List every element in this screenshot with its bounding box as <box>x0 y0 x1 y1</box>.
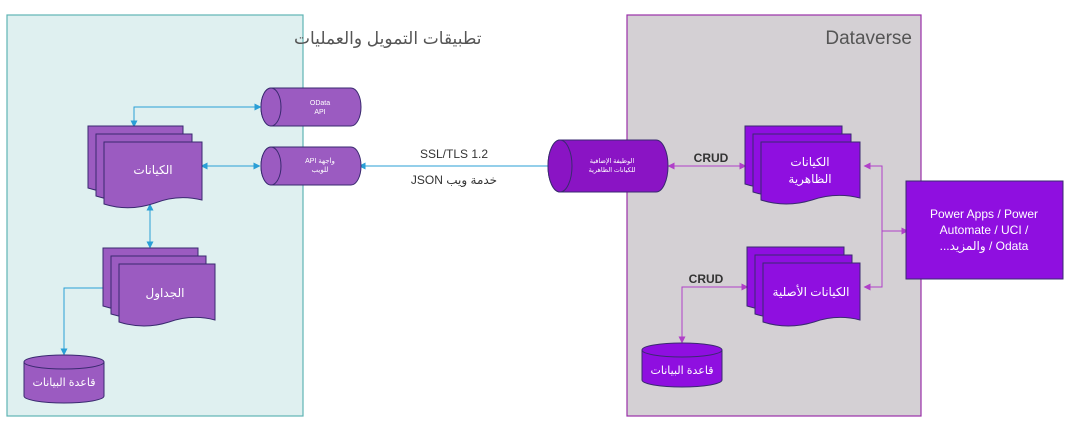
native-entities-to-apps-arrow <box>863 231 883 291</box>
left-connectors <box>60 103 550 356</box>
odata-api-label-2: API <box>314 109 325 116</box>
crud-label-top: CRUD <box>694 151 729 165</box>
web-api-label-1: واجهة API <box>305 158 335 165</box>
tables-to-database-arrow <box>60 287 108 356</box>
dataverse-title: Dataverse <box>825 28 912 49</box>
finance-operations-title: تطبيقات التمويل والعمليات <box>294 29 482 48</box>
power-apps-box: Power Apps / Power Automate / UCI / Odat… <box>905 180 1064 280</box>
right-database-node: قاعدة البيانات <box>641 342 723 388</box>
format-label: خدمة ويب JSON <box>411 173 497 188</box>
power-apps-label-1: Power Apps / Power <box>930 207 1038 221</box>
right-database-label: قاعدة البيانات <box>651 365 714 377</box>
plugin-label-1: الوظيفة الإضافية <box>590 158 635 165</box>
left-database-node: قاعدة البيانات <box>23 354 105 404</box>
native-entities-label: الكيانات الأصلية <box>773 284 850 299</box>
finance-operations-panel: تطبيقات التمويل والعمليات <box>6 14 482 417</box>
virtual-entities-node: الكيانات الظاهرية <box>744 125 861 205</box>
crud-label-bottom: CRUD <box>689 272 724 286</box>
power-apps-label-2: Automate / UCI / <box>940 223 1029 237</box>
virtual-entities-to-apps-arrow <box>863 162 883 231</box>
virtual-entities-label-1: الكيانات <box>790 155 829 169</box>
right-connectors <box>667 162 909 344</box>
left-database-label: قاعدة البيانات <box>33 377 96 389</box>
odata-api-node: OData API <box>260 87 362 127</box>
odata-api-label-1: OData <box>310 100 330 107</box>
power-apps-label-3: Odata / والمزيد... <box>940 239 1029 254</box>
protocol-label: SSL/TLS 1.2 <box>420 147 488 161</box>
virtual-entities-label-2: الظاهرية <box>788 172 831 187</box>
tables-node: الجداول <box>102 247 216 327</box>
web-api-node: واجهة API للويب <box>260 146 362 186</box>
entities-to-odata-arrow <box>130 103 262 128</box>
entities-node: الكيانات <box>87 125 203 209</box>
virtual-entity-plugin-node: الوظيفة الإضافية للكيانات الظاهرية <box>547 139 669 193</box>
entities-label: الكيانات <box>133 163 172 177</box>
tables-label: الجداول <box>146 286 185 301</box>
plugin-label-2: للكيانات الظاهرية <box>589 167 636 174</box>
native-entities-to-database-arrow <box>678 283 749 344</box>
web-api-label-2: للويب <box>312 167 329 174</box>
native-entities-node: الكيانات الأصلية <box>746 246 861 327</box>
